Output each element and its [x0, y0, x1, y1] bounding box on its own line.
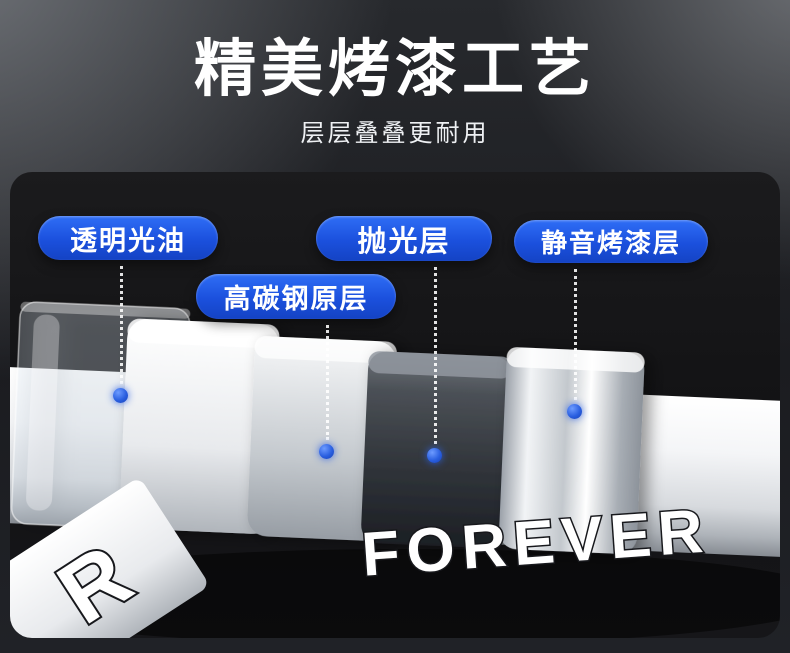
leader-line-steel-base: [326, 325, 329, 440]
tube-shadow: [10, 549, 780, 638]
label-clear-coat-text: 透明光油: [70, 225, 186, 256]
label-steel-base-text: 高碳钢原层: [223, 284, 369, 314]
corner-tube-fragment: R: [10, 480, 207, 638]
leader-line-polish: [434, 267, 437, 444]
layer-marker-steel-base: [319, 444, 334, 459]
layer-marker-baked-paint: [567, 404, 582, 419]
label-baked-paint-text: 静音烤漆层: [540, 228, 681, 258]
label-clear-coat: 透明光油: [38, 216, 218, 260]
layers-panel: FOREVER R 透明光油 高碳钢原层 抛光层 静音烤漆层: [10, 172, 780, 638]
tube-illustration: FOREVER R: [10, 301, 780, 638]
leader-line-clear-coat: [120, 266, 123, 384]
layer-steel-base: [247, 336, 397, 541]
label-polish-text: 抛光层: [357, 225, 451, 258]
banner-header: 精美烤漆工艺 层层叠叠更耐用: [0, 0, 790, 148]
label-polish: 抛光层: [316, 216, 492, 261]
leader-line-baked-paint: [574, 269, 577, 400]
page-title: 精美烤漆工艺: [193, 35, 596, 104]
layer-white-a: [119, 318, 280, 534]
page-subtitle: 层层叠叠更耐用: [300, 120, 490, 148]
layer-marker-polish: [427, 448, 442, 463]
label-steel-base: 高碳钢原层: [196, 274, 396, 319]
label-baked-paint: 静音烤漆层: [514, 220, 708, 263]
layer-marker-clear-coat: [113, 388, 128, 403]
